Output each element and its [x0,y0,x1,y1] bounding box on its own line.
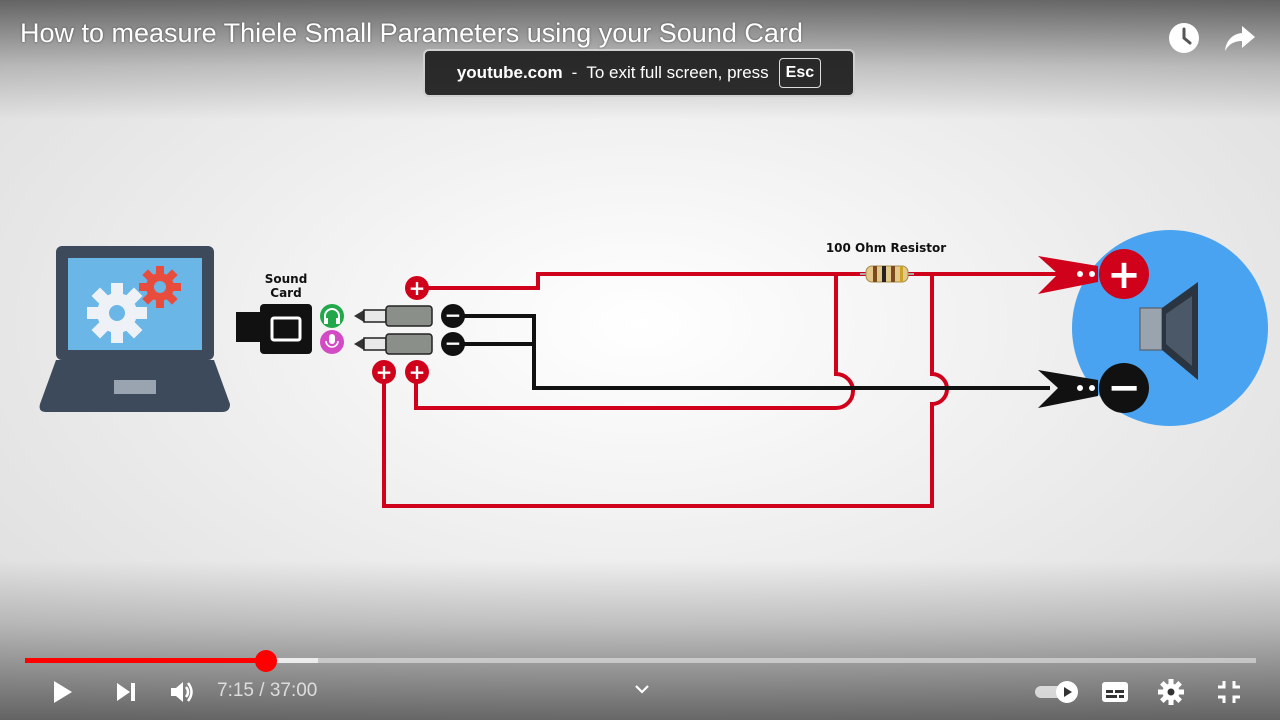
time-separator: / [259,680,265,701]
fullscreen-exit-toast: youtube.com - To exit full screen, press… [423,49,855,97]
headphone-icon [320,304,344,328]
exit-fullscreen-button[interactable] [1210,672,1248,712]
duration: 37:00 [269,680,318,701]
minus-terminal: − [441,303,465,328]
sound-card-label: Sound [265,272,308,286]
toast-message: To exit full screen, press [586,63,769,82]
plus-terminal: + [405,360,429,384]
next-icon [117,683,135,701]
speaker-icon [1139,282,1198,380]
time-display: 7:15 / 37:00 [217,680,317,702]
next-button[interactable] [108,672,144,712]
subtitles-icon [1102,682,1128,702]
plus-terminal: + [405,276,429,300]
progress-rail [25,658,1256,663]
subtitles-button[interactable] [1096,672,1134,712]
toast-separator: - [571,63,578,82]
black-alligator-clip [1038,370,1098,408]
mute-button[interactable] [164,672,200,712]
svg-text:−: − [445,331,462,355]
progress-bar[interactable] [25,650,1256,672]
usb-sound-card [236,304,312,354]
share-arrow-icon [1225,26,1255,51]
svg-text:+: + [409,360,426,384]
toast-domain: youtube.com [456,63,563,82]
esc-key: Esc [778,58,822,88]
expand-chevron-button[interactable] [628,674,656,704]
watch-later-button[interactable] [1164,18,1204,58]
volume-icon [171,682,193,702]
microphone-icon [320,330,344,354]
resistor-label: 100 Ohm Resistor [826,241,946,255]
black-wire [454,314,1050,390]
minus-terminal: − [441,331,465,356]
gear-icon [139,266,181,308]
progress-played [25,658,267,663]
red-alligator-clip [1038,256,1098,294]
autoplay-toggle[interactable] [1032,672,1082,712]
audio-jack-output [354,305,433,327]
plus-terminal: + [372,360,396,384]
svg-text:−: − [445,303,462,327]
chevron-down-icon [635,685,649,694]
svg-text:+: + [1107,252,1141,298]
video-title[interactable]: How to measure Thiele Small Parameters u… [20,18,803,48]
gear-icon [87,283,147,343]
svg-text:−: − [1107,365,1141,411]
resistor-100-ohm [860,265,914,283]
settings-button[interactable] [1152,672,1190,712]
share-button[interactable] [1220,18,1260,58]
clock-icon [1169,23,1199,53]
current-time: 7:15 [217,680,254,701]
audio-jack-input [354,333,433,355]
svg-text:+: + [376,360,393,384]
progress-scrubber[interactable] [255,650,278,672]
svg-text:+: + [409,276,426,300]
gear-icon [1158,679,1184,705]
sound-card-label: Card [270,286,301,300]
play-icon [54,681,72,703]
autoplay-toggle-icon [1035,681,1078,703]
speaker-minus-terminal: − [1099,363,1149,413]
exit-fullscreen-icon [1218,681,1240,703]
speaker-plus-terminal: + [1099,249,1149,299]
play-button[interactable] [40,672,82,712]
